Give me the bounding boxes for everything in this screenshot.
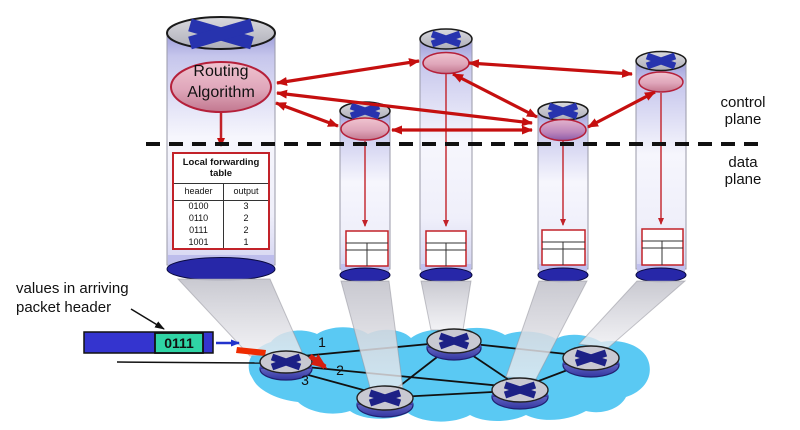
packet-header-field bbox=[154, 332, 204, 354]
arriving-packet-caption: values in arriving packet header bbox=[16, 280, 129, 316]
router-x-icon bbox=[547, 102, 579, 120]
table-row: 0111 2 bbox=[174, 224, 268, 237]
packet-header-value: 0111 bbox=[164, 335, 194, 351]
router-x-icon bbox=[188, 18, 254, 50]
forwarding-decision-arrow bbox=[308, 353, 328, 370]
router-x-icon bbox=[349, 102, 381, 120]
forwarding-table-title: Local forwarding table bbox=[174, 154, 268, 184]
funnel-beam bbox=[176, 278, 303, 357]
caption-pointer-arrow bbox=[130, 308, 165, 330]
incoming-red-bar bbox=[236, 347, 266, 356]
funnel-beam bbox=[505, 280, 588, 380]
cloud-router-a bbox=[259, 350, 313, 381]
data-plane-label: data plane bbox=[724, 154, 762, 189]
output-wire bbox=[116, 361, 263, 364]
router-x-icon bbox=[645, 52, 677, 70]
col-header-label: header bbox=[174, 184, 224, 201]
routing-algorithm-ellipse bbox=[638, 71, 684, 93]
table-row: 1001 1 bbox=[174, 236, 268, 249]
router-x-icon bbox=[368, 389, 402, 407]
cloud-router-d bbox=[491, 377, 549, 410]
table-row: 0100 3 bbox=[174, 200, 268, 213]
col-output-label: output bbox=[224, 184, 268, 201]
cloud-router-b bbox=[356, 385, 414, 418]
cloud-routers bbox=[259, 328, 620, 418]
routing-algorithm-ellipse bbox=[422, 51, 470, 75]
port-label-2: 2 bbox=[336, 362, 344, 378]
table-row: 0110 2 bbox=[174, 212, 268, 225]
router-x-icon bbox=[503, 381, 537, 399]
arriving-packet bbox=[83, 308, 266, 364]
control-plane-label: control plane bbox=[720, 94, 766, 129]
forwarding-table-gridlines bbox=[346, 240, 683, 266]
projection-funnels bbox=[176, 278, 687, 392]
routing-algorithm-ellipse bbox=[539, 118, 587, 142]
funnel-beam bbox=[577, 280, 687, 349]
local-forwarding-table: Local forwarding table header output 010… bbox=[172, 152, 270, 251]
router-x-icon bbox=[430, 30, 462, 48]
funnel-beam bbox=[420, 280, 472, 331]
cloud-router-c bbox=[426, 328, 482, 361]
router-x-icon bbox=[574, 349, 608, 367]
routing-algorithm-ellipse bbox=[170, 61, 272, 113]
control-message-arrows bbox=[275, 58, 656, 135]
port-label-1: 1 bbox=[318, 334, 326, 350]
router-x-icon bbox=[270, 353, 302, 371]
router-x-icon bbox=[438, 332, 470, 350]
forwarding-table-icon bbox=[345, 228, 684, 267]
routing-algorithm-label: Routing Algorithm bbox=[187, 63, 255, 101]
routing-algorithm-ellipse bbox=[340, 117, 390, 141]
port-label-3: 3 bbox=[301, 372, 309, 388]
cloud-router-e bbox=[562, 345, 620, 378]
